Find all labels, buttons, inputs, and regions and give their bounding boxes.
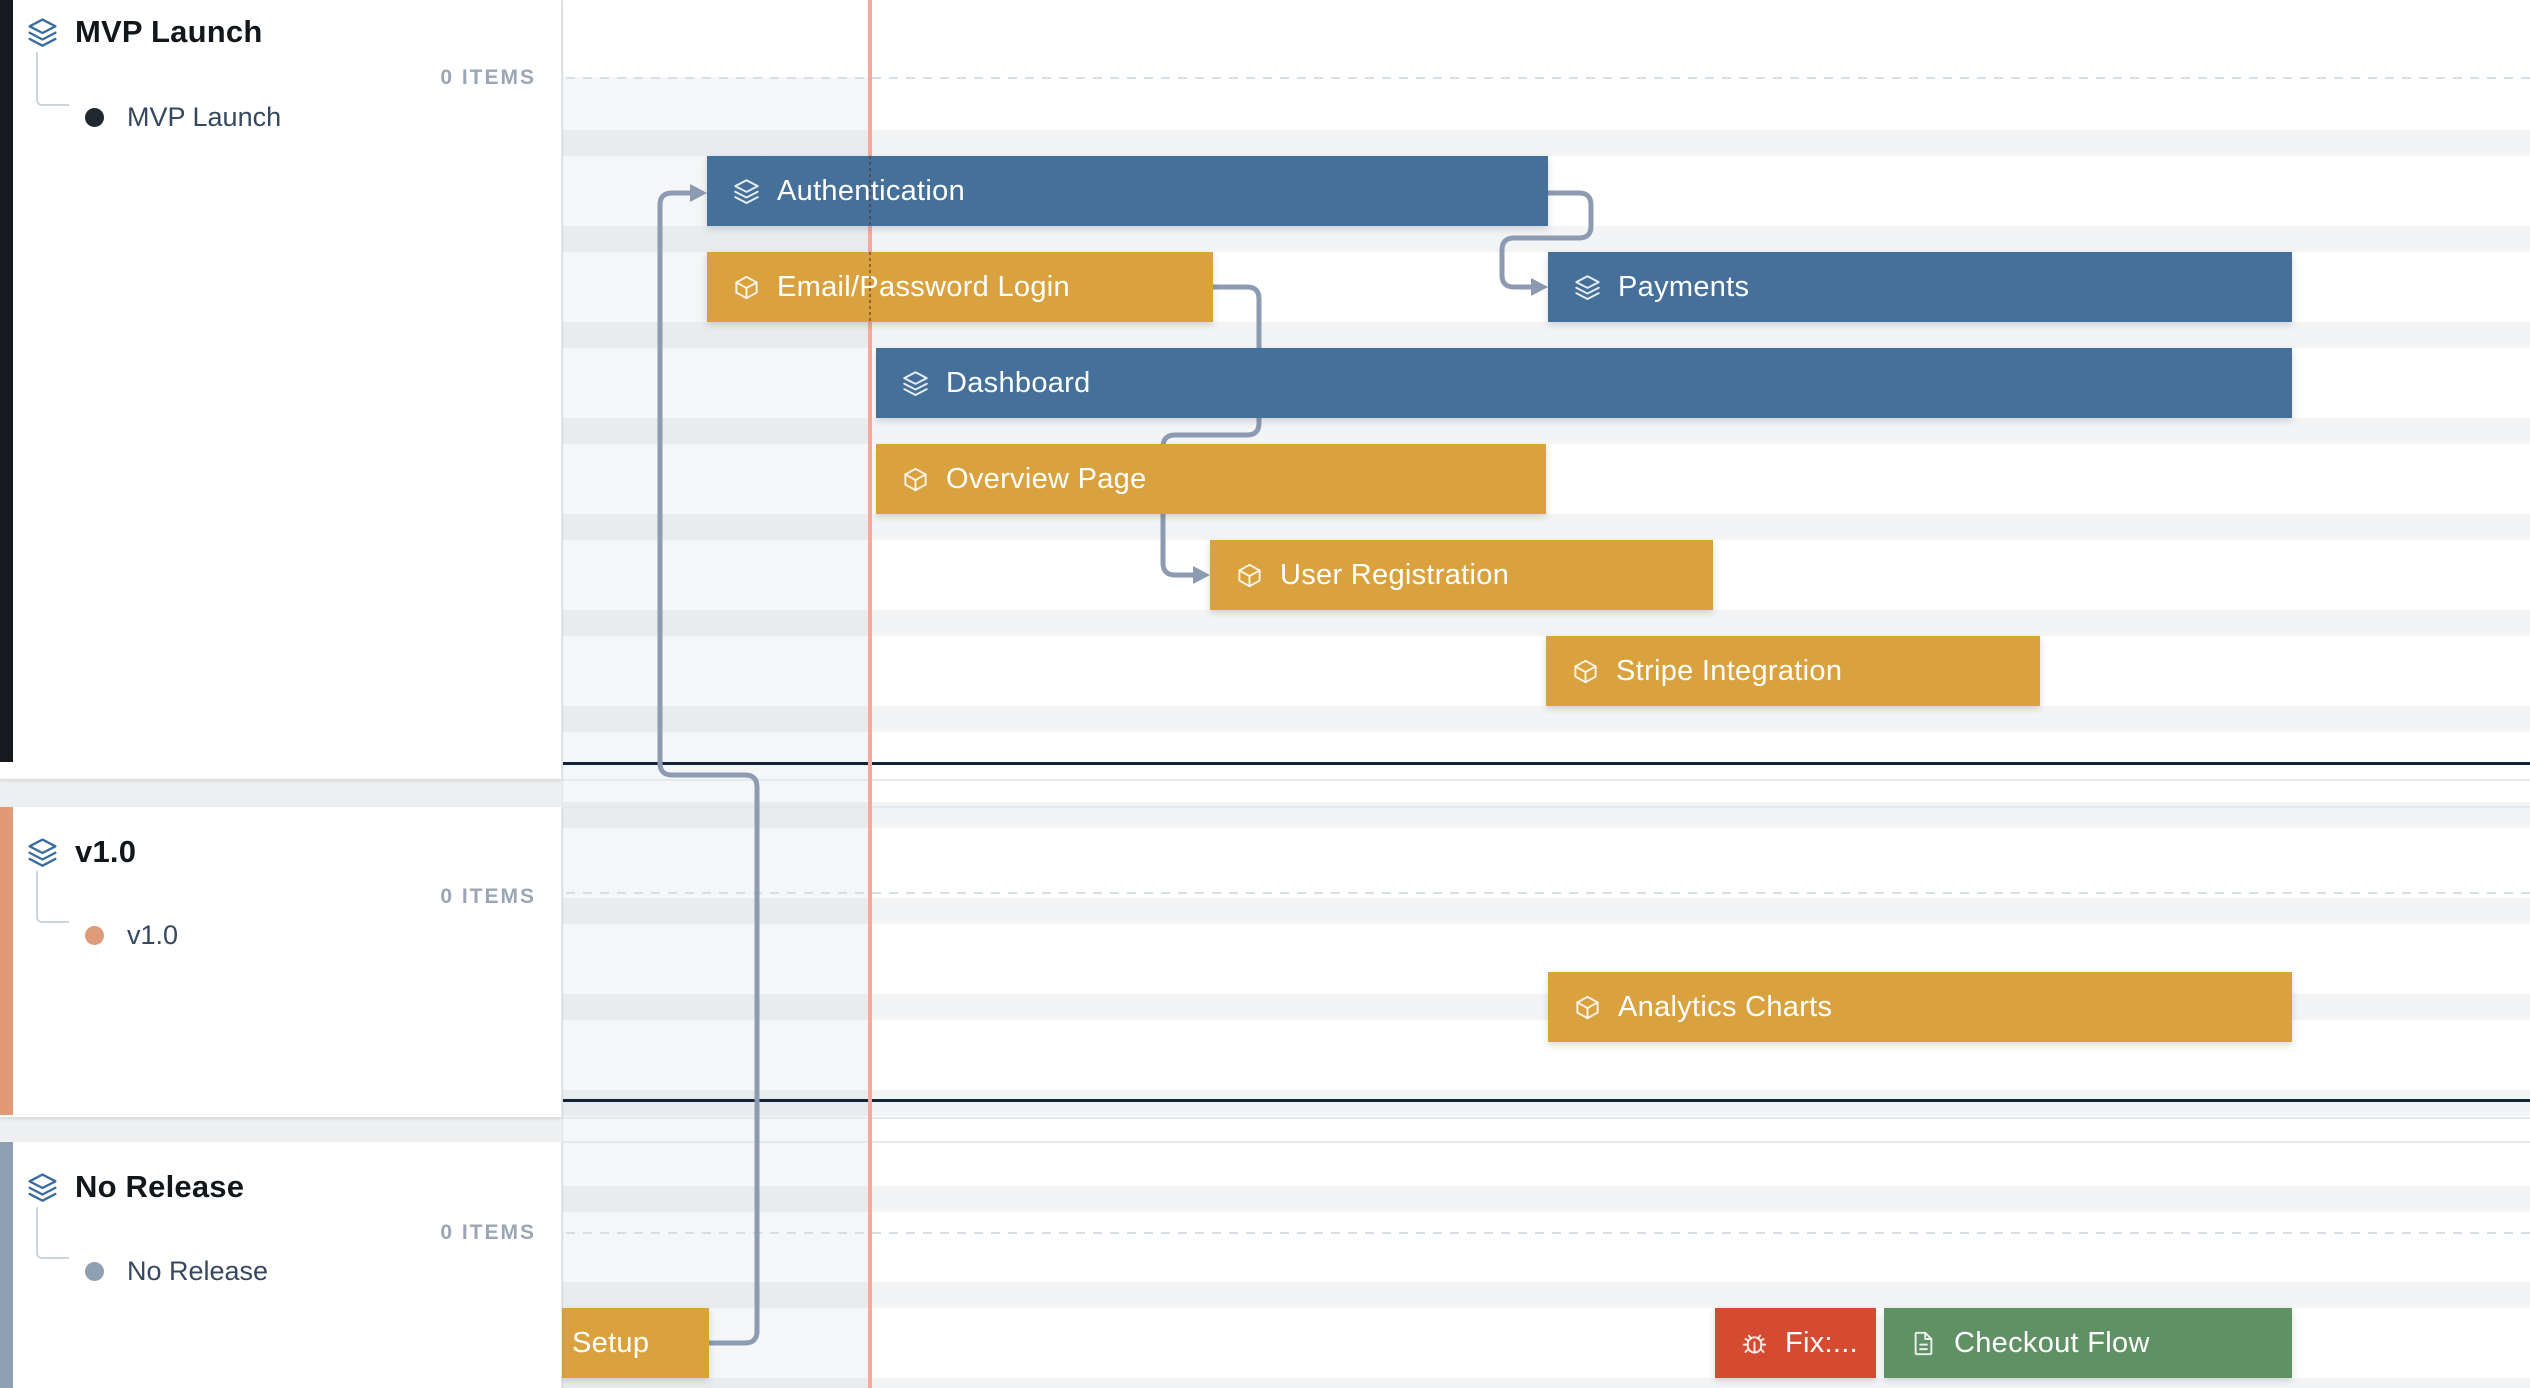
arrowhead-authentication [690, 184, 707, 202]
release-sidebar: MVP Launch 0 ITEMS MVP Launch v1.0 0 ITE… [0, 0, 562, 1388]
bar-label: Setup [572, 1326, 650, 1359]
bar-payments[interactable]: Payments [1548, 252, 2292, 322]
section-divider [562, 1099, 2530, 1102]
connector-authentication-payments [1499, 190, 1594, 290]
bar-label: Analytics Charts [1618, 990, 1833, 1023]
section-gap-line [562, 1117, 2530, 1119]
bar-checkout-flow[interactable]: Checkout Flow [1884, 1308, 2292, 1378]
section-gap-line [562, 806, 2530, 808]
release-row-dashed-line [566, 1232, 2530, 1234]
dependency-connectors [657, 184, 1594, 1346]
bar-overview-page[interactable]: Overview Page [876, 444, 1546, 514]
release-bullet-row[interactable]: No Release [85, 1256, 268, 1287]
package-icon [902, 466, 929, 493]
bar-label: Email/Password Login [777, 270, 1070, 303]
tree-connector [36, 52, 69, 106]
tree-connector [36, 871, 69, 923]
bar-fix[interactable]: Fix:... [1715, 1308, 1876, 1378]
release-bullet-label: v1.0 [127, 920, 179, 950]
items-count-label: 0 ITEMS [440, 885, 536, 908]
today-marker-overlay [869, 252, 871, 322]
layers-icon [28, 17, 57, 47]
release-title: MVP Launch [75, 14, 263, 49]
release-color-strip [0, 1142, 13, 1388]
section-gap-line [562, 779, 2530, 781]
bar-label: Dashboard [946, 366, 1091, 399]
release-bullet-row[interactable]: MVP Launch [85, 102, 281, 133]
release-row-dashed-line [566, 77, 2530, 79]
release-title: v1.0 [75, 834, 137, 869]
release-bullet-row[interactable]: v1.0 [85, 920, 178, 951]
release-bullet-label: No Release [127, 1256, 269, 1286]
file-text-icon [1910, 1330, 1937, 1357]
package-icon [1236, 562, 1263, 589]
connector-setup-authentication [657, 190, 760, 1346]
bar-email-password-login[interactable]: Email/Password Login [707, 252, 1213, 322]
today-marker-overlay [869, 156, 871, 226]
arrowhead-user-registration [1193, 566, 1210, 584]
chart-left-border [562, 0, 563, 1388]
release-color-strip [0, 807, 13, 1115]
timeline-chart: Authentication Email/Password Login Paym… [562, 0, 2530, 1388]
layers-icon [733, 178, 760, 205]
connector-email-userregistration [1160, 284, 1262, 578]
items-count-label: 0 ITEMS [440, 1221, 536, 1244]
bar-label: Authentication [777, 174, 965, 207]
release-title: No Release [75, 1169, 245, 1204]
bar-label: Fix:... [1785, 1326, 1858, 1359]
package-icon [733, 274, 760, 301]
layers-icon [1574, 274, 1601, 301]
release-bullet-label: MVP Launch [127, 102, 282, 132]
release-dot [85, 1262, 104, 1281]
bar-label: User Registration [1280, 558, 1510, 591]
bar-label: Stripe Integration [1616, 654, 1843, 687]
release-color-strip [0, 0, 13, 762]
bar-stripe-integration[interactable]: Stripe Integration [1546, 636, 2040, 706]
items-count-label: 0 ITEMS [440, 66, 536, 89]
package-icon [1572, 658, 1599, 685]
layers-icon [28, 1172, 57, 1202]
release-header-v1[interactable]: v1.0 [27, 834, 136, 870]
today-marker-line [868, 0, 872, 1388]
tree-connector [36, 1207, 69, 1259]
bar-label: Checkout Flow [1954, 1326, 2150, 1359]
release-card-no-release: No Release 0 ITEMS No Release [0, 1142, 562, 1388]
bar-user-registration[interactable]: User Registration [1210, 540, 1713, 610]
bar-label: Payments [1618, 270, 1750, 303]
section-gap-line [562, 1141, 2530, 1143]
release-card-mvp-launch: MVP Launch 0 ITEMS MVP Launch [0, 0, 562, 779]
release-header-mvp-launch[interactable]: MVP Launch [27, 14, 262, 50]
bar-setup[interactable]: Setup [562, 1308, 709, 1378]
release-card-v1: v1.0 0 ITEMS v1.0 [0, 807, 562, 1117]
bar-analytics-charts[interactable]: Analytics Charts [1548, 972, 2292, 1042]
section-divider [562, 762, 2530, 765]
bar-authentication[interactable]: Authentication [707, 156, 1548, 226]
release-dot [85, 108, 104, 127]
release-row-dashed-line [566, 892, 2530, 894]
bar-dashboard[interactable]: Dashboard [876, 348, 2292, 418]
release-dot [85, 926, 104, 945]
layers-icon [902, 370, 929, 397]
layers-icon [28, 837, 57, 867]
bar-label: Overview Page [946, 462, 1147, 495]
package-icon [1574, 994, 1601, 1021]
release-header-no-release[interactable]: No Release [27, 1169, 244, 1205]
arrowhead-payments [1531, 278, 1548, 296]
bug-icon [1741, 1330, 1768, 1357]
